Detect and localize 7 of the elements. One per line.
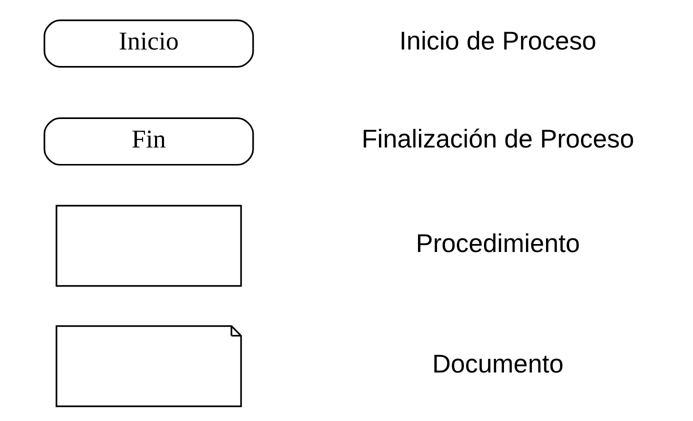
label: Inicio de Proceso [398, 28, 596, 56]
label: Procedimiento [415, 230, 580, 258]
node-box: Fin [43, 117, 254, 166]
node-box [55, 204, 242, 287]
label: Documento [432, 350, 564, 378]
node-box: Inicio [43, 19, 254, 68]
label: Finalización de Proceso [361, 126, 634, 154]
